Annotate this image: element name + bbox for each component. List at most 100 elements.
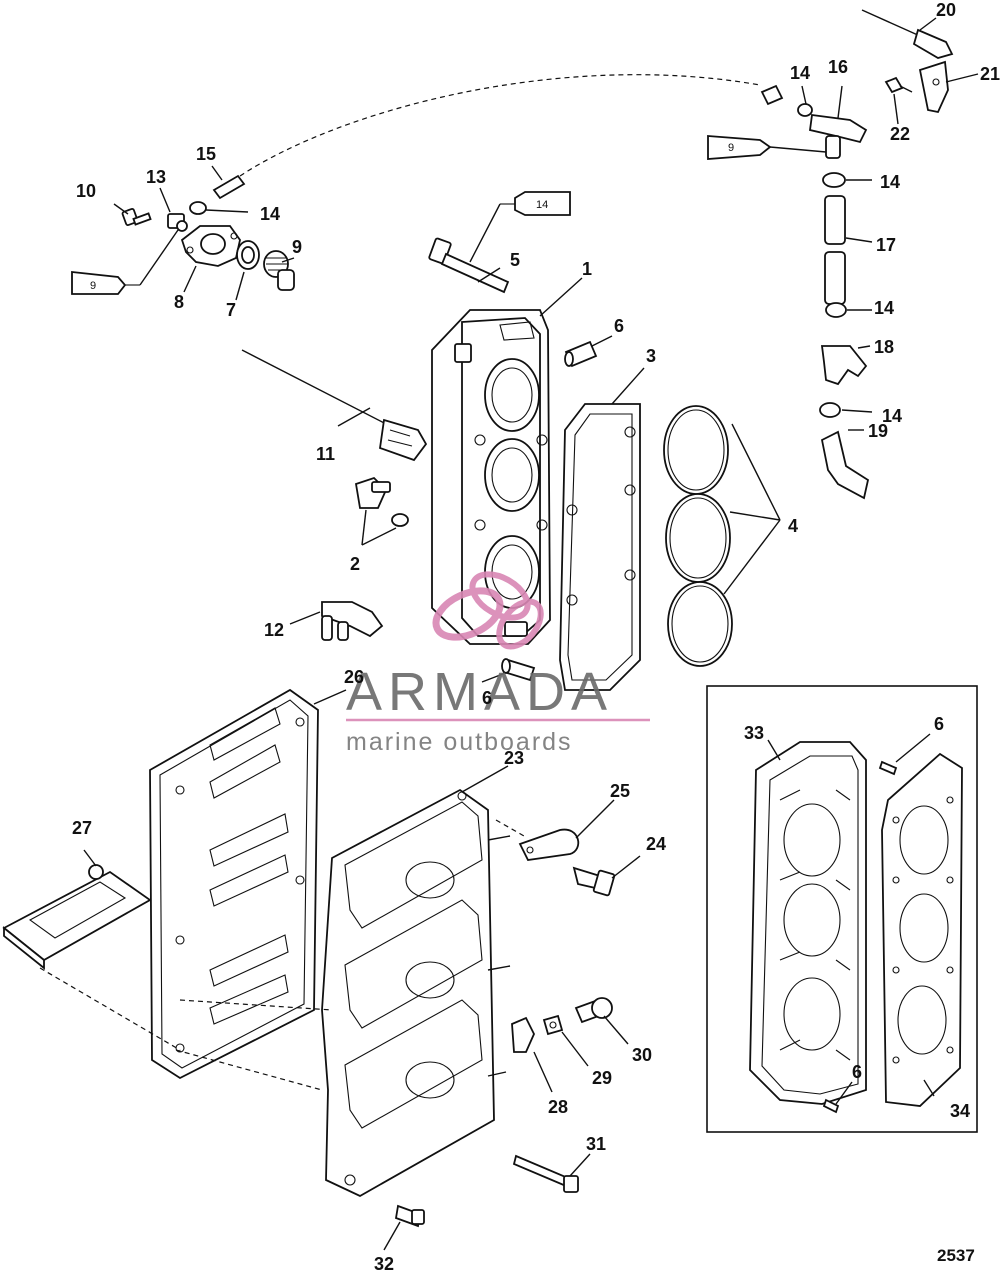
watermark-title: ARMADA xyxy=(346,662,613,722)
sensor-part-20 xyxy=(861,9,954,59)
callout-31: 31 xyxy=(586,1134,606,1154)
callout-16: 16 xyxy=(828,57,848,77)
seal-part-7 xyxy=(236,240,260,270)
alignment-line-lower xyxy=(175,1049,323,1091)
tee-fitting-part-16 xyxy=(808,85,868,159)
callouts: 1 2 3 4 5 6 6 6 6 7 8 9 10 11 12 13 14 1… xyxy=(72,0,1000,1272)
dowel-pin-part-6-upper xyxy=(564,340,598,368)
tube-label: 9 xyxy=(728,142,734,154)
cylinder-head-part-1 xyxy=(431,309,551,645)
clamp-part-14-mid-2 xyxy=(825,302,872,318)
bracket-part-21 xyxy=(918,60,949,114)
hose-part-17 xyxy=(824,195,873,305)
callout-3: 3 xyxy=(646,346,656,366)
callout-32: 32 xyxy=(374,1254,394,1272)
tee-fitting-part-18 xyxy=(820,345,871,386)
callout-19: 19 xyxy=(868,421,888,441)
head-gasket-part-34 xyxy=(881,752,963,1107)
callout-1: 1 xyxy=(582,259,592,279)
callout-14-left: 14 xyxy=(260,204,280,224)
callout-22: 22 xyxy=(890,124,910,144)
clip-part-28 xyxy=(511,1016,535,1053)
callout-8: 8 xyxy=(174,292,184,312)
callout-5: 5 xyxy=(510,250,520,270)
callout-28: 28 xyxy=(548,1097,568,1117)
hose-part-15 xyxy=(212,174,246,200)
callout-13: 13 xyxy=(146,167,166,187)
callout-30: 30 xyxy=(632,1045,652,1065)
sealant-tube-9-left: 9 xyxy=(71,229,179,295)
o-rings-part-4 xyxy=(663,405,781,667)
sealant-tube-9-right: 9 xyxy=(707,135,827,160)
sensor-part-11 xyxy=(241,349,428,462)
gasket-part-3 xyxy=(559,403,641,691)
fitting-part-12 xyxy=(321,601,384,641)
callout-34: 34 xyxy=(950,1101,970,1121)
callout-6-lower: 6 xyxy=(482,688,492,708)
callout-4: 4 xyxy=(788,516,798,536)
callout-21: 21 xyxy=(980,64,1000,84)
callout-15: 15 xyxy=(196,144,216,164)
callout-14-mid-2: 14 xyxy=(874,298,894,318)
tube-label: 14 xyxy=(536,199,548,211)
reed-assembly-part-27 xyxy=(2,849,152,970)
callout-14-lower: 14 xyxy=(882,406,902,426)
callout-9: 9 xyxy=(292,237,302,257)
clamp-part-14-lower xyxy=(819,402,873,418)
watermark: ARMADA marine outboards xyxy=(346,571,650,756)
callout-20: 20 xyxy=(936,0,956,20)
thermostat-part-9 xyxy=(263,250,295,291)
screw-part-32 xyxy=(394,1204,425,1228)
tube-label: 9 xyxy=(90,280,96,292)
plug-part-2 xyxy=(354,476,409,546)
alignment-line-upper xyxy=(179,999,333,1011)
callout-6-inset-upper: 6 xyxy=(934,714,944,734)
sealant-tube-14: 14 xyxy=(469,191,571,263)
clamp-part-14-left xyxy=(189,201,249,215)
gasket-plate-part-26 xyxy=(149,688,319,1080)
housing-part-8 xyxy=(180,225,241,267)
callout-24: 24 xyxy=(646,834,666,854)
callout-29: 29 xyxy=(592,1068,612,1088)
callout-6-inset-lower: 6 xyxy=(852,1062,862,1082)
alignment-line-clamp xyxy=(495,819,525,837)
long-bolt-part-31 xyxy=(512,1154,579,1193)
callout-12: 12 xyxy=(264,620,284,640)
screw-part-24 xyxy=(572,866,616,897)
elbow-hose-part-19 xyxy=(820,429,870,500)
dowel-pin-part-6-inset-lower xyxy=(822,1098,840,1114)
clamp-part-25 xyxy=(518,828,580,861)
clamp-part-14-top xyxy=(797,103,813,117)
bolt-part-10 xyxy=(121,208,152,226)
alignment-line-reed xyxy=(39,967,181,1051)
screw-part-22 xyxy=(884,76,913,94)
callout-14-mid-1: 14 xyxy=(880,172,900,192)
bolt-part-5 xyxy=(428,237,510,294)
bolt-part-30 xyxy=(574,997,613,1024)
callout-25: 25 xyxy=(610,781,630,801)
inset-frame xyxy=(706,685,978,1133)
callout-23: 23 xyxy=(504,748,524,768)
watermark-logo-mark xyxy=(432,571,544,650)
callout-18: 18 xyxy=(874,337,894,357)
fitting-part-13 xyxy=(167,213,188,232)
hose-route-dashed xyxy=(239,74,761,177)
callout-6-upper: 6 xyxy=(614,316,624,336)
intake-manifold-part-23 xyxy=(321,788,511,1198)
diagram-reference-number: 2537 xyxy=(937,1246,975,1265)
callout-26: 26 xyxy=(344,667,364,687)
callout-27: 27 xyxy=(72,818,92,838)
callout-11: 11 xyxy=(316,444,335,464)
hose-part-small-top xyxy=(760,84,784,106)
dowel-pin-part-6-inset-upper xyxy=(878,760,898,776)
watermark-subtitle: marine outboards xyxy=(346,728,573,756)
callout-10: 10 xyxy=(76,181,96,201)
callout-14-top: 14 xyxy=(790,63,810,83)
callout-33: 33 xyxy=(744,723,764,743)
leader-lines xyxy=(113,17,979,1251)
callout-7: 7 xyxy=(226,300,236,320)
clamp-part-14-mid-1 xyxy=(822,172,872,188)
washer-part-29 xyxy=(542,1014,564,1036)
callout-2: 2 xyxy=(350,554,360,574)
